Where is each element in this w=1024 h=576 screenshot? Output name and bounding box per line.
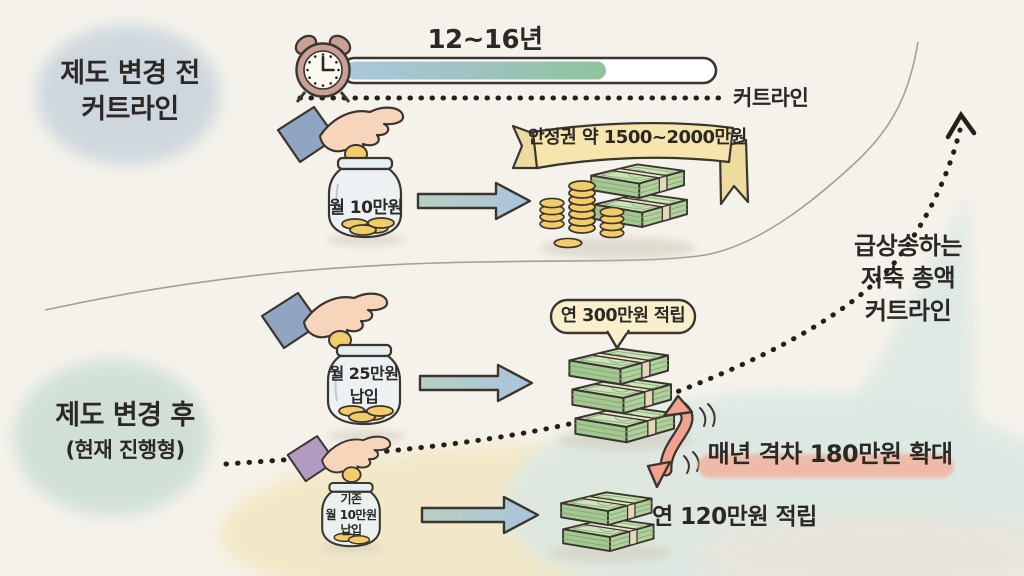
curve-arrowhead-icon [945, 110, 977, 140]
arrow-right-icon [416, 181, 532, 221]
alarm-clock-icon [294, 34, 352, 103]
after-title-line1: 제도 변경 후 [55, 400, 195, 431]
jar-low-label-line1: 기존 [340, 492, 362, 506]
before-title-line2: 커트라인 [81, 94, 179, 126]
cutline-dotted-curve [223, 127, 963, 467]
speech-bubble [549, 298, 697, 350]
jar-top-label: 월 10만원 [329, 198, 403, 218]
bubble-label: 연 300만원 적립 [560, 306, 686, 326]
trend-curve-solid [44, 41, 919, 311]
wash-green-blob [14, 360, 210, 516]
jar-icon [327, 156, 403, 239]
jar-mid-label-line1: 월 25만원 [329, 364, 400, 383]
hand-coin-icon [276, 105, 405, 164]
arrow-right-icon [420, 495, 540, 535]
jar-mid-label-line2: 납입 [349, 387, 379, 407]
stack-low-label: 연 120만원 적립 [652, 504, 817, 530]
gap-label: 매년 격차 180만원 확대 [707, 440, 953, 468]
wash-peach [700, 514, 1024, 576]
trend-label-line3: 커트라인 [864, 296, 952, 325]
trend-label-line2: 저축 총액 [860, 264, 956, 293]
progress-fill [346, 61, 606, 80]
jar-mid-label: 월 25만원 납입 [322, 362, 406, 408]
jar-icon [321, 481, 381, 548]
trend-label-line1: 급상승하는 [854, 232, 962, 260]
after-title-line2: (현재 진행형) [65, 438, 185, 463]
duration-label: 12~16년 [427, 25, 543, 55]
jar-low-label-line3: 납입 [340, 523, 362, 538]
trend-label: 급상승하는 저축 총액 커트라인 [836, 230, 980, 327]
wash-blue-blob [36, 25, 220, 165]
jar-low-label-line2: 월 10만원 [325, 507, 378, 522]
before-title-line1: 제도 변경 전 [60, 58, 200, 89]
after-title: 제도 변경 후 (현재 진행형) [32, 398, 218, 464]
arrow-right-icon [418, 363, 534, 403]
hand-coin-icon [260, 291, 389, 350]
gap-label-highlight [698, 454, 954, 478]
gap-double-arrow-icon [646, 394, 716, 489]
banner-label: 안정권 약 1500~2000만원 [528, 127, 747, 148]
duration-progress-bar [340, 56, 718, 85]
money-stack-tall-icon [568, 347, 676, 444]
hand-coin-icon [286, 435, 392, 483]
clock-hands [321, 55, 335, 72]
jar-low-label: 기존 월 10만원 납입 [321, 492, 381, 539]
cutline-label: 커트라인 [733, 86, 809, 110]
banner-ribbon [511, 121, 750, 206]
money-pile-icon [539, 163, 688, 249]
jar-icon [326, 343, 402, 426]
before-title: 제도 변경 전 커트라인 [40, 56, 220, 129]
